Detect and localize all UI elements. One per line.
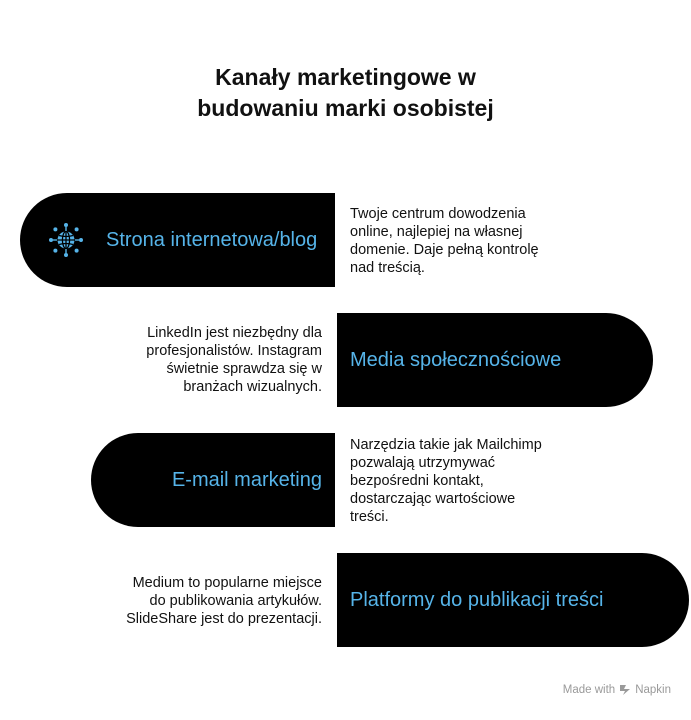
channel-description-content-platforms: Medium to popularne miejsce do publikowa…	[92, 574, 322, 628]
description-line: SlideShare jest do prezentacji.	[126, 611, 322, 627]
description-line: Medium to popularne miejsce	[132, 575, 322, 591]
napkin-logo-icon	[620, 685, 631, 695]
page-title: Kanały marketingowe w budowaniu marki os…	[0, 62, 691, 124]
description-line: treści.	[350, 509, 389, 525]
channel-pill-social-media: Media społecznościowe	[337, 313, 653, 407]
channel-label-email: E-mail marketing	[171, 468, 322, 491]
title-line-1: Kanały marketingowe w	[215, 64, 476, 90]
channel-description-website: Twoje centrum dowodzenia online, najlepi…	[350, 205, 570, 277]
description-line: świetnie sprawdza się w	[166, 361, 322, 377]
description-line: dostarczając wartościowe	[350, 491, 516, 507]
channel-label-content-platforms: Platformy do publikacji treści	[350, 588, 604, 611]
channel-description-email: Narzędzia takie jak Mailchimp pozwalają …	[350, 436, 570, 526]
description-line: nad treścią.	[350, 260, 425, 276]
description-line: domenie. Daje pełną kontrolę	[350, 242, 539, 258]
made-with-label: Made with	[562, 684, 616, 696]
napkin-brand-label: Napkin	[635, 684, 671, 696]
description-line: Narzędzia takie jak Mailchimp	[350, 437, 542, 453]
channel-pill-content-platforms: Platformy do publikacji treści	[337, 553, 689, 647]
description-line: do publikowania artykułów.	[149, 593, 323, 609]
description-line: profesjonalistów. Instagram	[146, 343, 322, 359]
description-line: online, najlepiej na własnej	[350, 224, 523, 240]
globe-network-icon	[49, 223, 83, 257]
channel-description-social-media: LinkedIn jest niezbędny dla profesjonali…	[112, 324, 322, 396]
channel-label-social-media: Media społecznościowe	[350, 348, 562, 371]
description-line: pozwalają utrzymywać	[350, 455, 496, 471]
channel-pill-website: Strona internetowa/blog	[20, 193, 335, 287]
description-line: branżach wizualnych.	[183, 379, 322, 395]
made-with-napkin-footer[interactable]: Made with Napkin	[563, 684, 671, 696]
description-line: bezpośredni kontakt,	[350, 473, 484, 489]
description-line: Twoje centrum dowodzenia	[350, 206, 526, 222]
title-line-2: budowaniu marki osobistej	[197, 95, 494, 121]
channel-label-website: Strona internetowa/blog	[106, 228, 318, 251]
channel-pill-email: E-mail marketing	[91, 433, 335, 527]
description-line: LinkedIn jest niezbędny dla	[147, 325, 322, 341]
